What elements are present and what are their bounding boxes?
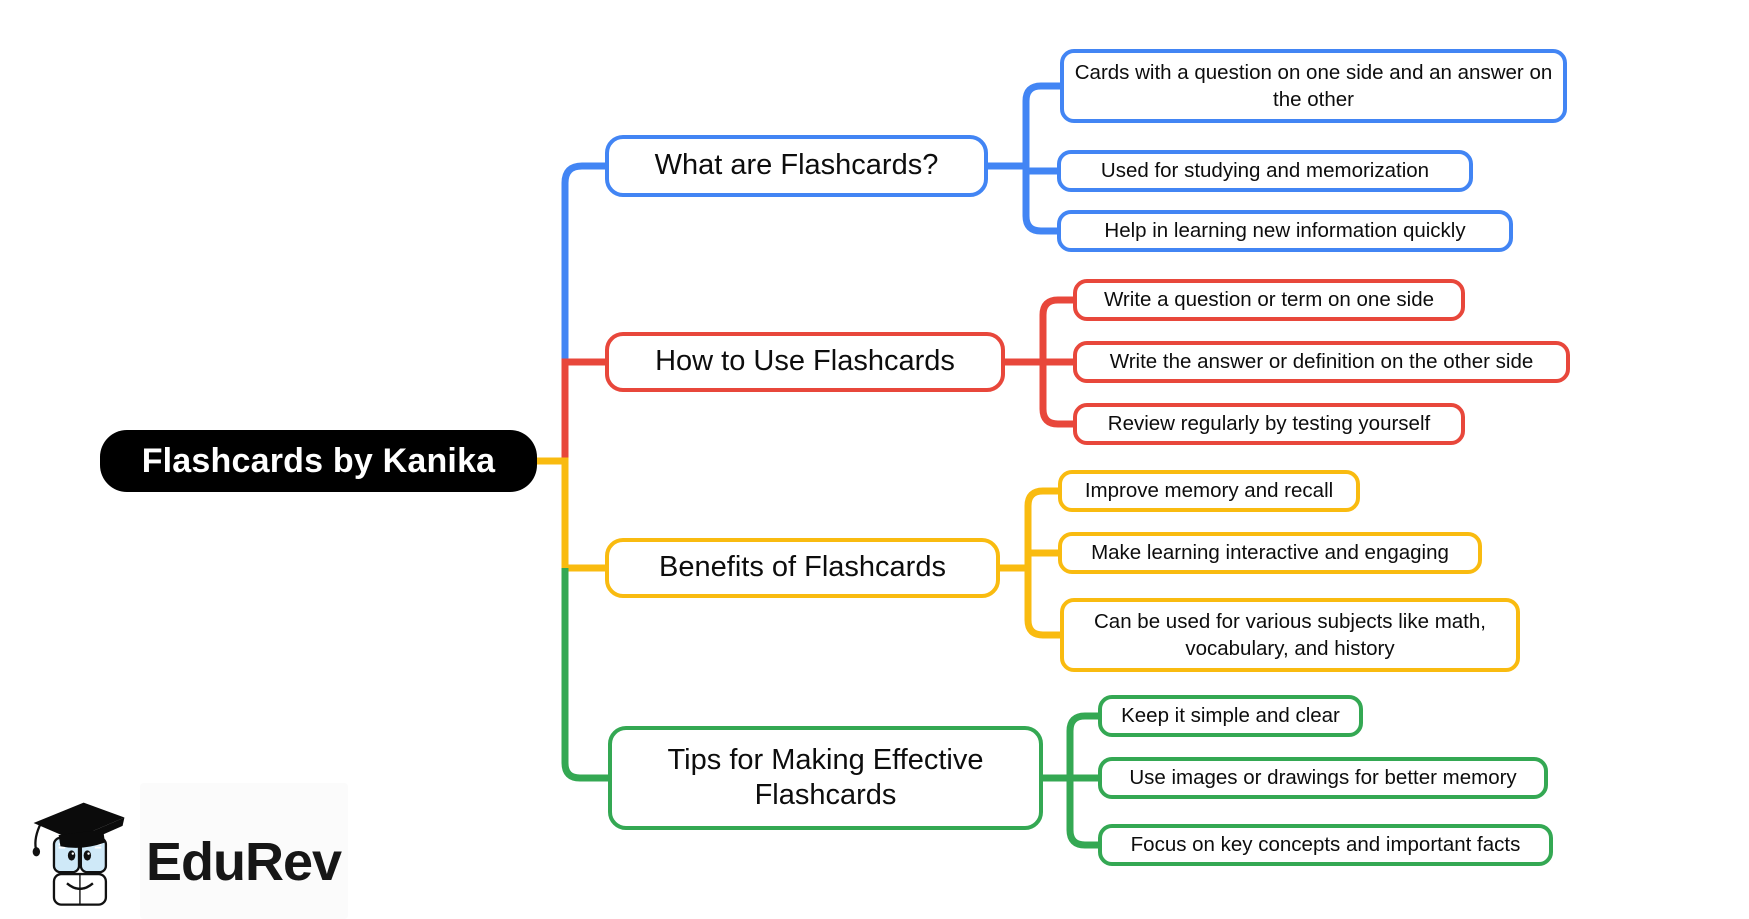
root-node: Flashcards by Kanika bbox=[100, 430, 537, 492]
child-review-regularly: Review regularly by testing yourself bbox=[1073, 403, 1465, 445]
branch-what-are-flashcards: What are Flashcards? bbox=[605, 135, 988, 197]
branch-tips-effective: Tips for Making Effective Flashcards bbox=[608, 726, 1043, 830]
child-write-answer-definition: Write the answer or definition on the ot… bbox=[1073, 341, 1570, 383]
child-keep-simple-clear: Keep it simple and clear bbox=[1098, 695, 1363, 737]
edurev-logo: EduRev bbox=[28, 786, 342, 912]
child-write-question-term: Write a question or term on one side bbox=[1073, 279, 1465, 321]
edurev-mascot-icon bbox=[32, 802, 125, 906]
child-interactive-engaging: Make learning interactive and engaging bbox=[1058, 532, 1482, 574]
child-help-learning-quickly: Help in learning new information quickly bbox=[1057, 210, 1513, 252]
child-cards-question-answer: Cards with a question on one side and an… bbox=[1060, 49, 1567, 123]
child-various-subjects: Can be used for various subjects like ma… bbox=[1060, 598, 1520, 672]
child-used-for-studying: Used for studying and memorization bbox=[1057, 150, 1473, 192]
branch-how-to-use: How to Use Flashcards bbox=[605, 332, 1005, 392]
child-focus-key-concepts: Focus on key concepts and important fact… bbox=[1098, 824, 1553, 866]
branch-benefits: Benefits of Flashcards bbox=[605, 538, 1000, 598]
logo-text: EduRev bbox=[146, 832, 342, 892]
child-use-images-drawings: Use images or drawings for better memory bbox=[1098, 757, 1548, 799]
child-improve-memory: Improve memory and recall bbox=[1058, 470, 1360, 512]
logo-backdrop bbox=[140, 783, 348, 919]
